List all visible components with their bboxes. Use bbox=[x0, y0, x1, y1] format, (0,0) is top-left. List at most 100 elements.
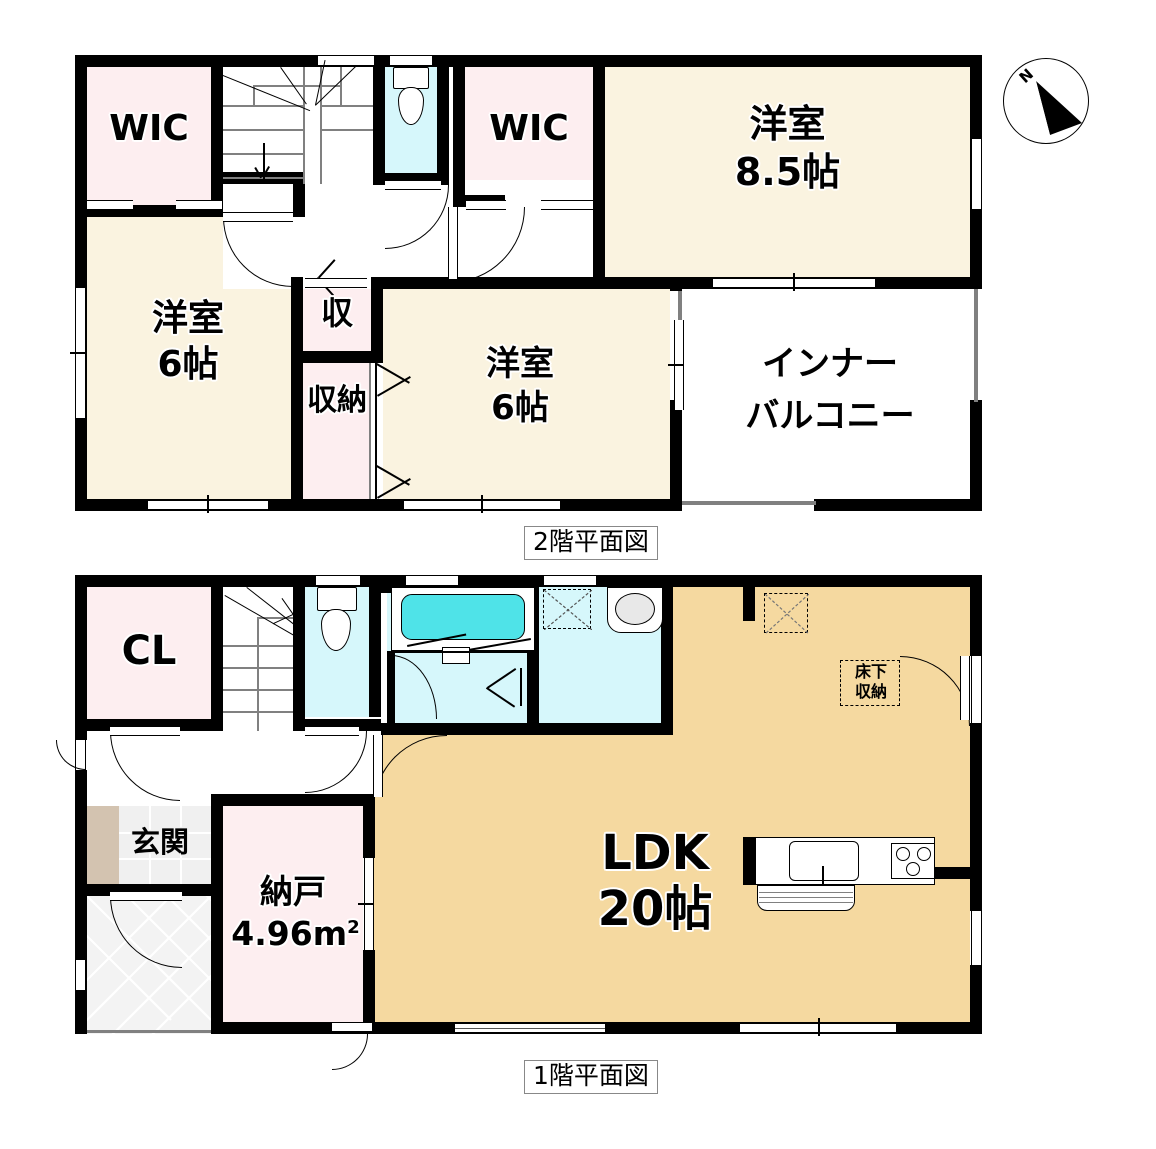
label-wic-right: WIC bbox=[489, 108, 569, 149]
label-nando: 納戸 bbox=[260, 872, 326, 911]
door-1f-nando-bottom-leaf[interactable] bbox=[332, 1022, 372, 1032]
wall-1f-hall-bottom bbox=[211, 794, 373, 806]
wall-1f-nando-right bbox=[363, 794, 375, 858]
label-nando-area: 4.96m2 bbox=[223, 916, 368, 952]
stairs-2f bbox=[222, 60, 373, 184]
wall-1f-bath-divider bbox=[527, 651, 539, 735]
window-2f-top-stair[interactable] bbox=[318, 55, 374, 66]
label-yoshitsu-6a-size: 6帖 bbox=[157, 344, 219, 385]
door-bath-fold3[interactable] bbox=[520, 668, 522, 706]
window-1f-right-ldk-a[interactable] bbox=[971, 656, 982, 723]
window-1f-top-washroom[interactable] bbox=[544, 575, 596, 586]
door-2f-shuno-small-leaf[interactable] bbox=[305, 278, 367, 288]
wall-2f-wicright-right bbox=[593, 55, 605, 289]
wall-1f-cl-right bbox=[211, 575, 223, 731]
wall-1f-stair-right bbox=[293, 575, 305, 731]
wall-1f-nando-left bbox=[211, 794, 223, 1034]
room-genkan-step bbox=[87, 806, 119, 884]
window-2f-top-toilet[interactable] bbox=[390, 55, 432, 66]
washroom-fixtures bbox=[539, 587, 673, 735]
door-2f-yoshitsu6a-leaf[interactable] bbox=[223, 212, 293, 222]
label-inner-balcony-2: バルコニー bbox=[745, 396, 915, 436]
toilet-bowl-icon bbox=[398, 87, 424, 125]
line-shuno-big-right bbox=[375, 363, 377, 499]
room-inner-balcony bbox=[682, 289, 970, 499]
wall-2f-top bbox=[75, 55, 982, 67]
window-2f-wicleft-door-a[interactable] bbox=[87, 200, 133, 210]
door-bath[interactable] bbox=[391, 655, 437, 719]
window-1f-top-bath[interactable] bbox=[406, 575, 458, 586]
label-genkan: 玄関 bbox=[130, 825, 189, 859]
label-nando-area-num: 4.96 bbox=[231, 914, 313, 953]
window-1f-bottom-ldk-b-mid bbox=[818, 1018, 820, 1036]
toilet-2f-fixture bbox=[385, 67, 437, 185]
window-2f-balcony-door-mid bbox=[668, 364, 684, 366]
window-2f-wicright-door-b[interactable] bbox=[541, 200, 593, 210]
wall-2f-wicright-left bbox=[453, 55, 465, 207]
door-2f-yoshitsu6b-leaf[interactable] bbox=[448, 207, 458, 279]
wall-1f-bath-left bbox=[381, 575, 393, 593]
window-2f-wicleft-door-b[interactable] bbox=[176, 200, 222, 210]
bath-faucet-icon bbox=[442, 647, 470, 664]
window-1f-left-porch[interactable] bbox=[75, 960, 86, 990]
door-1f-cl-leaf[interactable] bbox=[110, 726, 180, 736]
room-cl bbox=[87, 587, 211, 731]
wall-1f-kitchen-counter-wall bbox=[743, 837, 755, 885]
kitchen-sink bbox=[789, 841, 859, 881]
toilet-1f-fixture bbox=[305, 587, 369, 717]
label-ldk: LDK bbox=[601, 825, 709, 881]
wall-2f-stair-right bbox=[373, 55, 385, 185]
washbasin-bowl-icon bbox=[615, 593, 655, 625]
label-nando-area-unit: m bbox=[312, 914, 348, 953]
washer-space-icon bbox=[543, 589, 592, 630]
window-1f-bottom-ldk-a-line bbox=[455, 1028, 605, 1030]
wall-1f-left-a bbox=[75, 575, 87, 740]
label-yoshitsu-85: 洋室 bbox=[749, 102, 826, 146]
balcony-railing-right bbox=[974, 289, 978, 402]
window-1f-top-toilet[interactable] bbox=[316, 575, 360, 586]
caption-floor1: 1階平面図 bbox=[524, 1060, 658, 1095]
wall-2f-stairbox-left bbox=[293, 172, 305, 217]
kitchen-front-lines bbox=[759, 888, 853, 910]
door-1f-nando-bottom[interactable] bbox=[332, 1034, 368, 1070]
stairs-1f bbox=[223, 587, 296, 731]
door-bath-fold1[interactable] bbox=[487, 667, 517, 689]
porch-bottom-edge bbox=[87, 1030, 211, 1033]
bath-fixtures bbox=[387, 587, 535, 735]
door-1f-genkan-leaf[interactable] bbox=[110, 891, 182, 901]
window-2f-right-85[interactable] bbox=[971, 139, 982, 209]
bath-divider-line bbox=[391, 651, 535, 653]
wall-1f-ldk-upperleft bbox=[743, 575, 755, 621]
wall-1f-right bbox=[970, 575, 982, 656]
door-2f-toilet-leaf[interactable] bbox=[385, 180, 441, 190]
window-1f-right-ldk-b[interactable] bbox=[971, 911, 982, 965]
compass-rose: N bbox=[1003, 58, 1089, 144]
label-inner-balcony-1: インナー bbox=[762, 344, 898, 384]
genkan-tile-grid bbox=[119, 806, 211, 884]
toilet-bowl-icon bbox=[321, 609, 351, 651]
room-wic-left bbox=[87, 67, 211, 205]
window-2f-bottom-6b-mid bbox=[481, 495, 483, 513]
label-cl: CL bbox=[121, 628, 177, 674]
door-bath-fold2[interactable] bbox=[486, 687, 516, 708]
label-yoshitsu-6a: 洋室 bbox=[151, 298, 224, 339]
room-shuno-big bbox=[303, 363, 371, 499]
wall-2f-shuno-left bbox=[291, 277, 303, 511]
wall-2f-hall-bottom bbox=[371, 277, 671, 289]
room-yoshitsu-85 bbox=[605, 67, 970, 289]
wall-2f-yoshitsu6b-right bbox=[670, 400, 682, 511]
wall-1f-nando-right-b bbox=[363, 950, 375, 1034]
door-1f-ldk-right-leaf[interactable] bbox=[960, 656, 970, 720]
wall-1f-bath-bottom bbox=[381, 723, 533, 735]
door-1f-ldk-leaf[interactable] bbox=[373, 735, 383, 797]
wall-1f-right-c bbox=[970, 965, 982, 1034]
door-1f-entry-left[interactable] bbox=[56, 740, 86, 770]
room-nando bbox=[223, 806, 363, 1034]
door-1f-toilet-leaf[interactable] bbox=[305, 726, 359, 736]
wall-2f-toilet-right bbox=[437, 55, 449, 185]
wall-1f-washroom-bottom bbox=[527, 723, 673, 735]
label-shuno-big-1: 収納 bbox=[307, 383, 367, 418]
yukashita-shuno-box: 床下 収納 bbox=[840, 660, 900, 706]
label-yoshitsu-6b-size: 6帖 bbox=[491, 388, 549, 428]
